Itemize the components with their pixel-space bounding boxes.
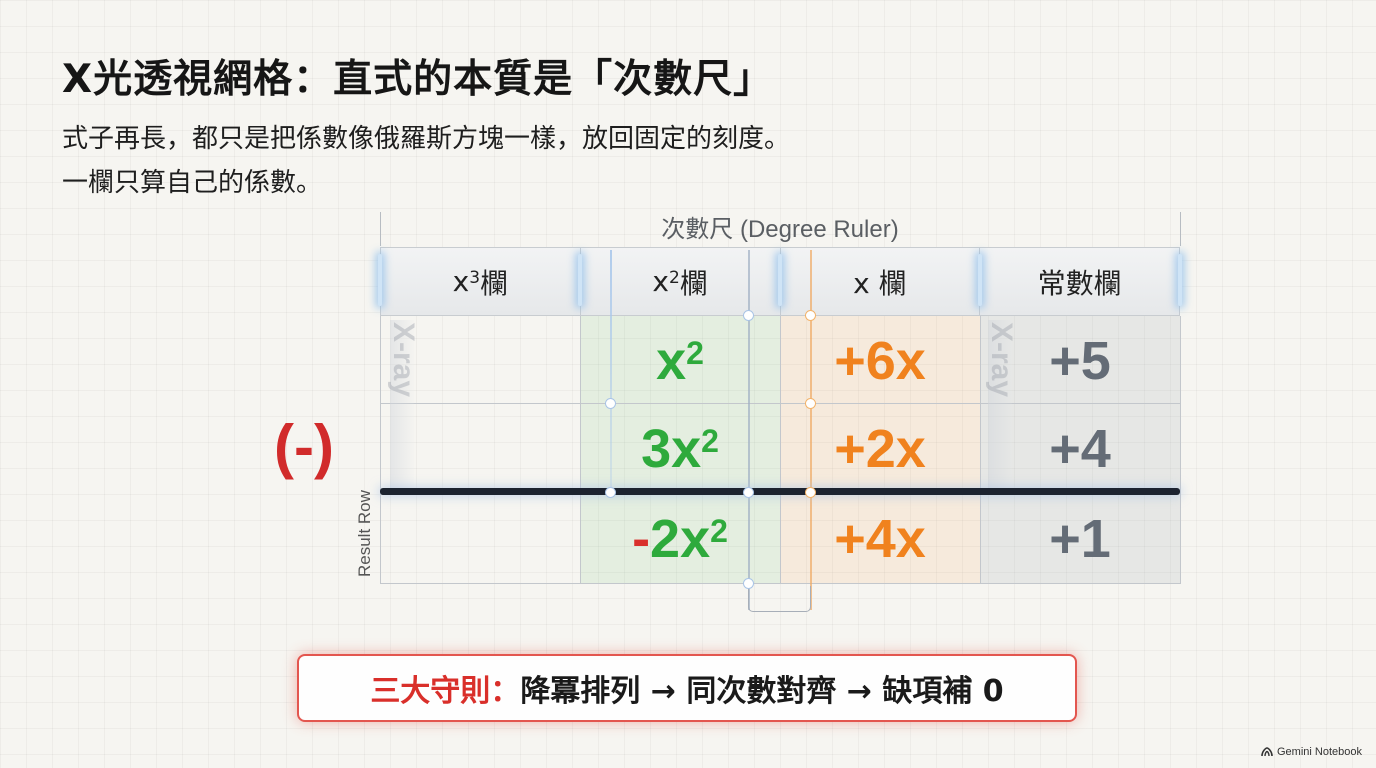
node-dot: [743, 310, 754, 321]
guide-line-orange: [810, 250, 812, 610]
cell-row1-constant: +5: [1049, 331, 1111, 391]
footer-text: Gemini Notebook: [1277, 746, 1362, 758]
footer-branding: Gemini Notebook: [1261, 746, 1362, 758]
header-glow-marker: [378, 254, 382, 306]
cell-result-constant: +1: [1049, 509, 1111, 569]
grid-line: [380, 583, 1180, 584]
degree-ruler-label: 次數尺 (Degree Ruler): [661, 216, 899, 243]
grid-line: [980, 316, 981, 584]
ruler-tick-left: [380, 212, 381, 246]
xray-strip: [390, 320, 414, 490]
node-dot: [805, 310, 816, 321]
xray-label-right: X-ray: [985, 322, 1018, 398]
result-row-label: Result Row: [355, 490, 374, 578]
page-title: X光透視網格：直式的本質是「次數尺」: [62, 57, 774, 102]
header-constant-column: 常數欄: [1037, 266, 1122, 300]
rules-label: 三大守則：: [370, 674, 521, 709]
header-glow-marker: [578, 254, 582, 306]
cell-row2-x: +2x: [834, 419, 926, 479]
grid-line: [380, 316, 381, 584]
node-dot: [743, 487, 754, 498]
grid-line: [580, 316, 581, 584]
subtitle-line-1: 式子再長，都只是把係數像俄羅斯方塊一樣，放回固定的刻度。: [62, 124, 791, 154]
node-dot: [743, 578, 754, 589]
header-glow-marker: [778, 254, 782, 306]
notebook-logo-icon: [1261, 747, 1273, 757]
cell-result-x: +4x: [834, 509, 926, 569]
x-column-band: [780, 316, 980, 584]
xray-label-left: X-ray: [387, 322, 420, 398]
rules-text: 降冪排列 → 同次數對齊 → 缺項補 0: [520, 674, 1004, 709]
three-rules-box: 三大守則： 降冪排列 → 同次數對齊 → 缺項補 0: [297, 654, 1077, 722]
header-glow-marker: [1178, 254, 1182, 306]
constant-column-band: [980, 316, 1180, 584]
cell-row1-x: +6x: [834, 331, 926, 391]
ruler-tick-right: [1180, 212, 1181, 246]
bracket-connector: [748, 586, 811, 612]
grid-line: [380, 403, 1180, 404]
result-divider-line: [380, 488, 1180, 495]
subtitle-line-2: 一欄只算自己的係數。: [62, 168, 323, 198]
node-dot: [805, 398, 816, 409]
grid-line: [780, 316, 781, 584]
node-dot: [605, 398, 616, 409]
subtraction-operator: (-): [274, 413, 334, 480]
node-dot: [605, 487, 616, 498]
cell-row2-constant: +4: [1049, 419, 1111, 479]
guide-line-blue: [748, 250, 750, 610]
x2-column-band: [580, 316, 780, 584]
xray-strip: [988, 320, 1012, 490]
grid-line: [1180, 316, 1181, 584]
header-glow-marker: [978, 254, 982, 306]
guide-line-blue: [610, 250, 612, 494]
node-dot: [805, 487, 816, 498]
